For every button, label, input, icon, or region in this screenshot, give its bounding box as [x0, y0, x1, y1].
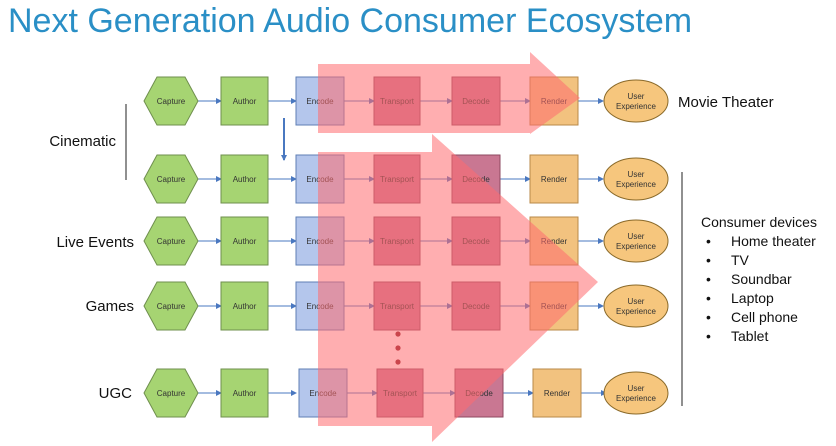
user-experience-label-line2: Experience: [616, 180, 657, 189]
author-label: Author: [233, 237, 257, 246]
author-label: Author: [233, 175, 257, 184]
user-experience-label-line1: User: [628, 297, 645, 306]
author-node: [220, 368, 269, 418]
consumer-device-bullet: •: [706, 233, 711, 249]
user-experience-label-line1: User: [628, 170, 645, 179]
capture-label: Capture: [157, 175, 186, 184]
capture-node: [143, 281, 199, 331]
row-label-ugc: UGC: [99, 385, 133, 402]
consumer-device-bullet: •: [706, 328, 711, 344]
user-experience-label-line1: User: [628, 232, 645, 241]
user-experience-label-line1: User: [628, 384, 645, 393]
consumer-device-bullet: •: [706, 290, 711, 306]
movie-theater-overlay-arrow: [318, 52, 580, 134]
user-experience-node: [603, 284, 669, 328]
capture-node: [143, 216, 199, 266]
capture-label: Capture: [157, 97, 186, 106]
consumer-overlay-arrow: [318, 134, 598, 442]
slide-title: Next Generation Audio Consumer Ecosystem: [8, 2, 693, 40]
row-label-games: Games: [86, 298, 134, 315]
consumer-devices-heading: Consumer devices: [701, 214, 817, 230]
author-node: [220, 76, 269, 126]
render-node: [529, 154, 579, 204]
consumer-device-bullet: •: [706, 252, 711, 268]
user-experience-label-line2: Experience: [616, 242, 657, 251]
author-node: [220, 216, 269, 266]
author-label: Author: [233, 389, 257, 398]
consumer-device-item: TV: [731, 252, 750, 268]
consumer-device-item: Cell phone: [731, 309, 798, 325]
render-label: Render: [541, 237, 568, 246]
consumer-device-item: Soundbar: [731, 271, 792, 287]
render-label: Render: [541, 175, 568, 184]
render-node: [532, 368, 582, 418]
user-experience-node: [603, 219, 669, 263]
render-label: Render: [544, 389, 571, 398]
consumer-device-bullet: •: [706, 309, 711, 325]
author-node: [220, 154, 269, 204]
capture-node: [143, 154, 199, 204]
author-label: Author: [233, 97, 257, 106]
capture-node: [143, 368, 199, 418]
user-experience-label-line2: Experience: [616, 102, 657, 111]
capture-label: Capture: [157, 389, 186, 398]
user-experience-node: [603, 79, 669, 123]
author-node: [220, 281, 269, 331]
user-experience-node: [603, 157, 669, 201]
capture-node: [143, 76, 199, 126]
consumer-device-bullet: •: [706, 271, 711, 287]
capture-label: Capture: [157, 302, 186, 311]
user-experience-node: [603, 371, 669, 415]
row-label-cinematic: Cinematic: [49, 133, 116, 150]
capture-label: Capture: [157, 237, 186, 246]
consumer-device-item: Laptop: [731, 290, 774, 306]
movie-theater-label: Movie Theater: [678, 94, 774, 111]
row-label-live-events: Live Events: [56, 234, 134, 251]
user-experience-label-line2: Experience: [616, 307, 657, 316]
user-experience-label-line2: Experience: [616, 394, 657, 403]
consumer-device-item: Home theater: [731, 233, 816, 249]
user-experience-label-line1: User: [628, 92, 645, 101]
author-label: Author: [233, 302, 257, 311]
consumer-device-item: Tablet: [731, 328, 768, 344]
